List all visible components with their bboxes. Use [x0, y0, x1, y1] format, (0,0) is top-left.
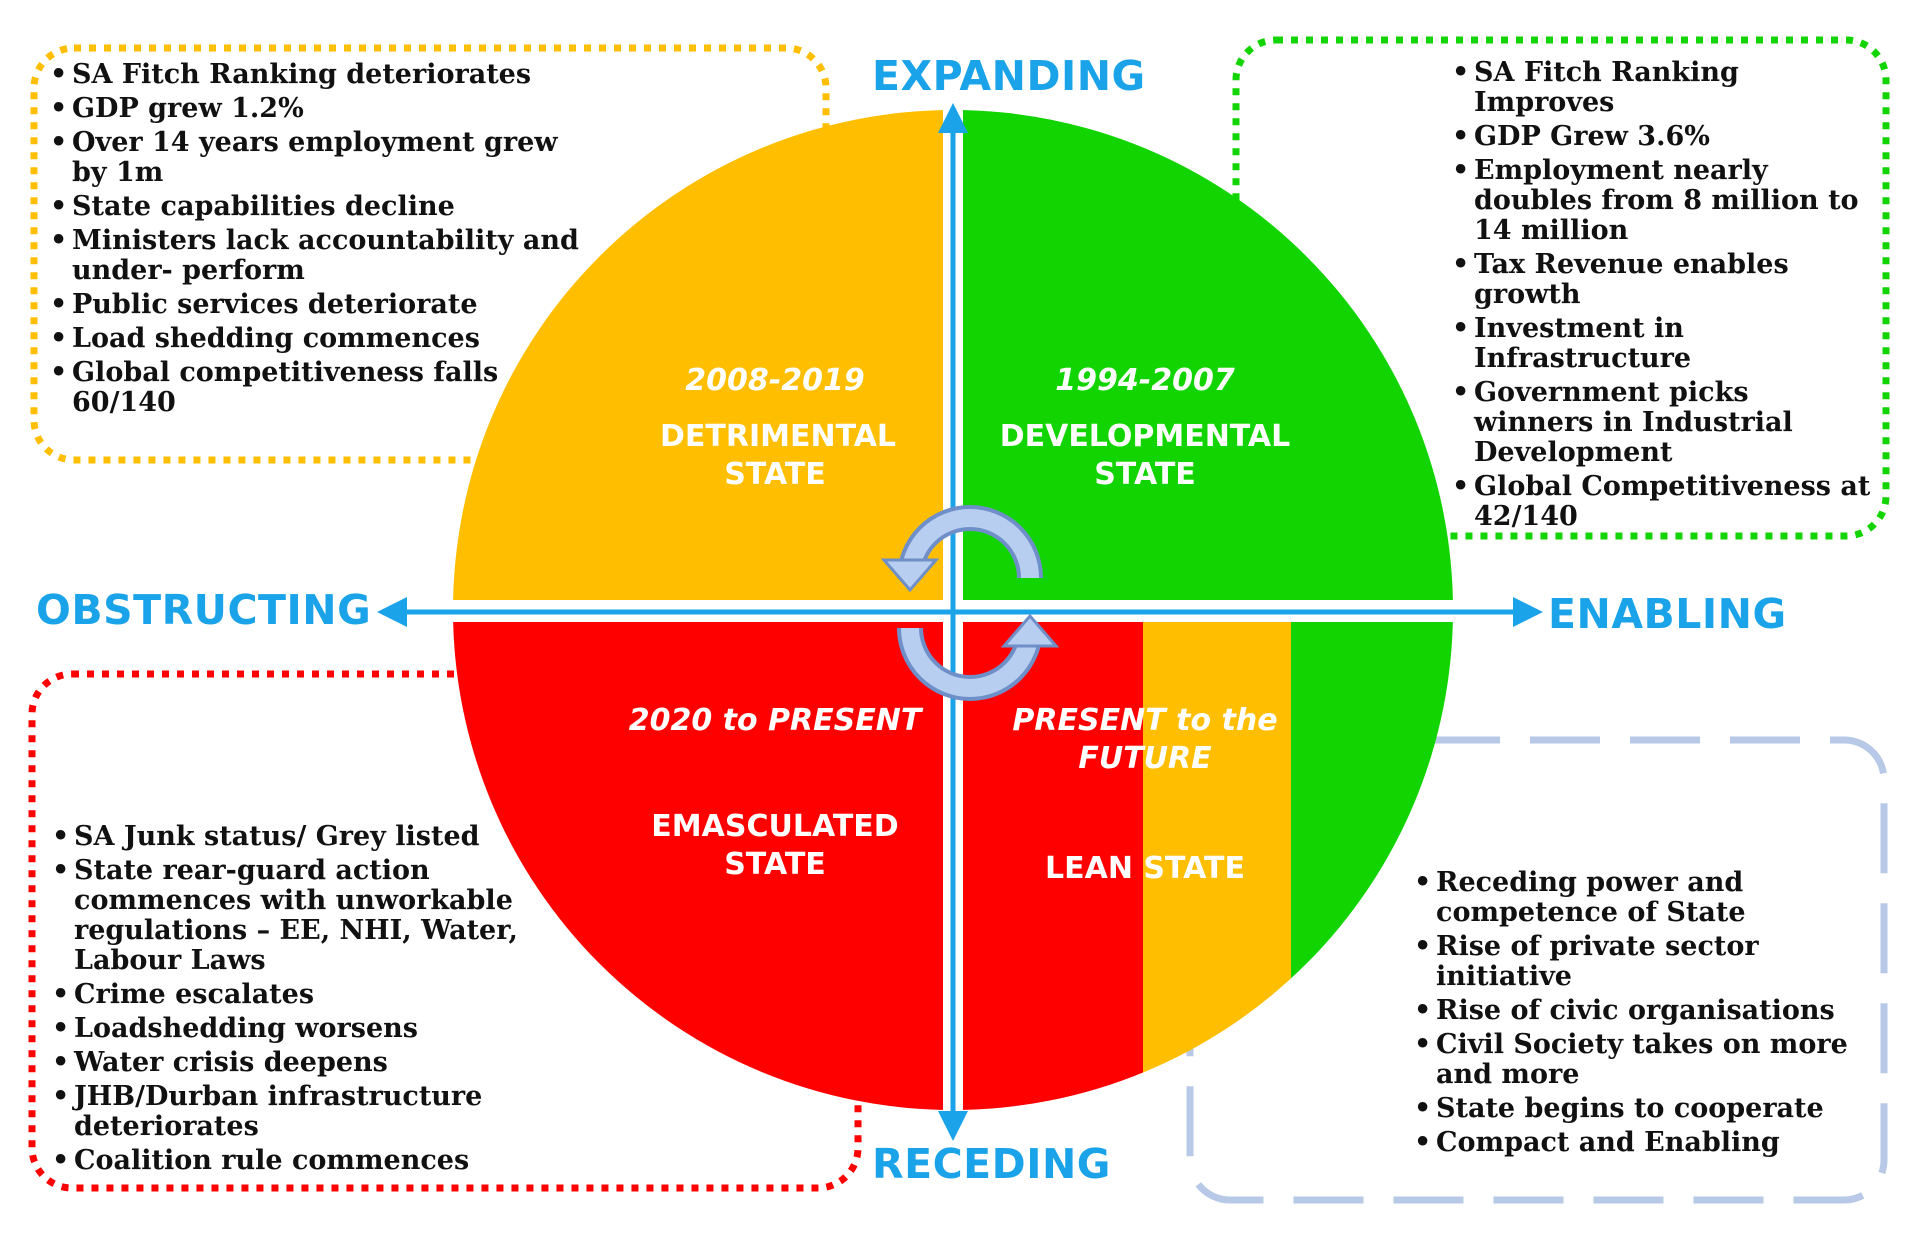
- bullet-item: Compact and Enabling: [1414, 1128, 1854, 1159]
- bullet-item: Global competitiveness falls 60/140: [50, 358, 585, 418]
- quadrant-years-developmental: 1994-2007: [1055, 363, 1235, 398]
- axis-label-receding: RECEDING: [872, 1140, 1111, 1188]
- bullet-item: Rise of private sector initiative: [1414, 932, 1854, 992]
- box-border-bottom-right: [1186, 736, 1888, 1204]
- bullet-item: Global Competitiveness at 42/140: [1452, 472, 1872, 532]
- box-emasculated-points: SA Junk status/ Grey listedState rear-gu…: [52, 822, 552, 1180]
- quadrant-name-developmental: DEVELOPMENTAL STATE: [999, 419, 1291, 492]
- bullet-item: Ministers lack accountability and under-…: [50, 226, 585, 286]
- bullet-item: State capabilities decline: [50, 192, 585, 223]
- bullet-item: GDP grew 1.2%: [50, 94, 585, 125]
- quadrant-name-detrimental: DETRIMENTAL STATE: [660, 419, 897, 492]
- quadrant-years-lean: PRESENT to the FUTURE: [1012, 703, 1278, 776]
- quadrant-name-lean: LEAN STATE: [1045, 851, 1245, 886]
- quadrant-years-detrimental: 2008-2019: [685, 363, 865, 398]
- axis-label-obstructing: OBSTRUCTING: [36, 586, 372, 634]
- bullet-item: Employment nearly doubles from 8 million…: [1452, 156, 1872, 246]
- bullet-item: Public services deteriorate: [50, 290, 585, 321]
- bullet-item: State rear-guard action commences with u…: [52, 856, 552, 976]
- bullet-item: Crime escalates: [52, 980, 552, 1011]
- bullet-item: SA Fitch Ranking deteriorates: [50, 60, 585, 91]
- bullet-item: Civil Society takes on more and more: [1414, 1030, 1854, 1090]
- cycle-arrow-icon: [880, 505, 1060, 701]
- bullet-item: State begins to cooperate: [1414, 1094, 1854, 1125]
- bullet-item: Load shedding commences: [50, 324, 585, 355]
- bullet-item: Receding power and competence of State: [1414, 868, 1854, 928]
- bullet-item: Loadshedding worsens: [52, 1014, 552, 1045]
- bullet-item: Water crisis deepens: [52, 1048, 552, 1079]
- bullet-item: GDP Grew 3.6%: [1452, 122, 1872, 153]
- quadrant-years-emasculated: 2020 to PRESENT: [628, 703, 922, 738]
- bullet-item: Tax Revenue enables growth: [1452, 250, 1872, 310]
- box-detrimental-points: SA Fitch Ranking deterioratesGDP grew 1.…: [50, 60, 585, 422]
- quadrant-name-emasculated: EMASCULATED STATE: [651, 809, 899, 882]
- bullet-item: SA Junk status/ Grey listed: [52, 822, 552, 853]
- bullet-item: Rise of civic organisations: [1414, 996, 1854, 1027]
- quadrant-developmental-fill: [953, 110, 1453, 610]
- box-lean-points: Receding power and competence of StateRi…: [1414, 868, 1854, 1162]
- bullet-item: Over 14 years employment grew by 1m: [50, 128, 585, 188]
- bullet-item: Coalition rule commences: [52, 1146, 552, 1177]
- bullet-item: JHB/Durban infrastructure deteriorates: [52, 1082, 552, 1142]
- axis-label-enabling: ENABLING: [1548, 590, 1787, 638]
- axis-label-expanding: EXPANDING: [872, 52, 1146, 100]
- bullet-item: Investment in Infrastructure: [1452, 314, 1872, 374]
- box-developmental-points: SA Fitch Ranking ImprovesGDP Grew 3.6%Em…: [1452, 58, 1872, 536]
- bullet-item: Government picks winners in Industrial D…: [1452, 378, 1872, 468]
- bullet-item: SA Fitch Ranking Improves: [1452, 58, 1872, 118]
